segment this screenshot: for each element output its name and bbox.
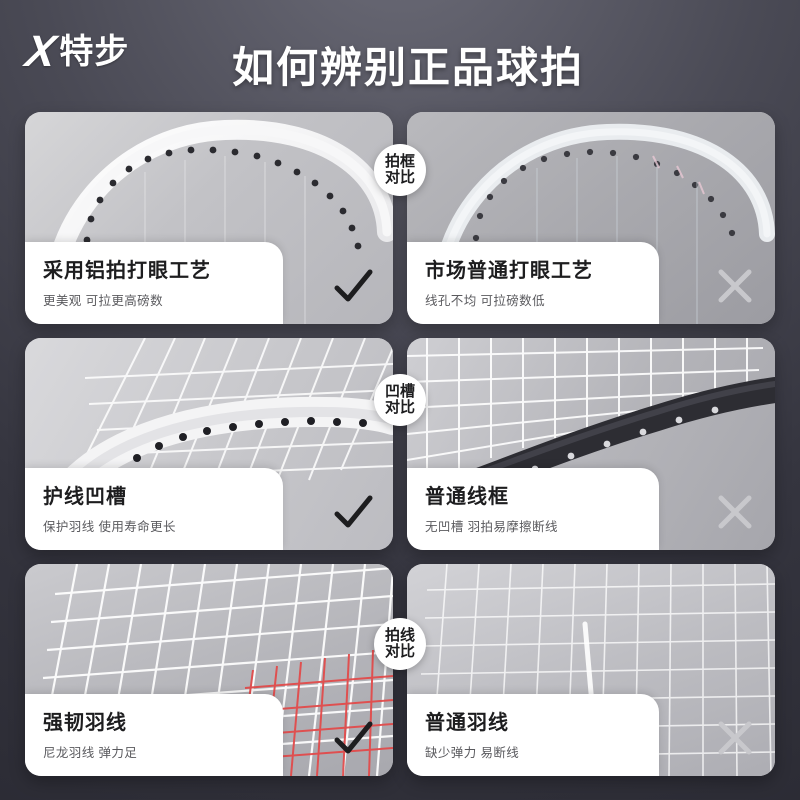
card-title: 强韧羽线 [43, 712, 127, 734]
card-groove-ordinary[interactable]: 普通线框 无凹槽 羽拍易摩擦断线 [407, 338, 775, 550]
caption-groove-genuine: 护线凹槽 保护羽线 使用寿命更长 [25, 468, 283, 550]
tag-line-2: 对比 [384, 169, 415, 186]
card-subtitle: 线孔不均 可拉磅数低 [425, 294, 545, 308]
verdict-check-icon [331, 716, 375, 760]
card-subtitle: 尼龙羽线 弹力足 [43, 746, 138, 760]
tag-string-compare: 拍线 对比 [374, 618, 426, 670]
card-string-ordinary[interactable]: 普通羽线 缺少弹力 易断线 [407, 564, 775, 776]
caption-frame-ordinary: 市场普通打眼工艺 线孔不均 可拉磅数低 [407, 242, 659, 324]
verdict-cross-icon [713, 264, 757, 308]
tag-line-1: 拍线 [384, 627, 415, 645]
comparison-row-frame: 采用铝拍打眼工艺 更美观 可拉更高磅数 [18, 112, 782, 324]
racket-frame-ordinary-illustration [431, 123, 775, 324]
comparison-grid: 采用铝拍打眼工艺 更美观 可拉更高磅数 [0, 112, 800, 776]
tag-groove-compare: 凹槽 对比 [374, 374, 426, 426]
verdict-check-icon [331, 264, 375, 308]
verdict-cross-icon [713, 716, 757, 760]
card-title: 采用铝拍打眼工艺 [43, 260, 211, 282]
caption-string-genuine: 强韧羽线 尼龙羽线 弹力足 [25, 694, 283, 776]
brand-logo: X 特步 [22, 27, 130, 76]
verdict-check-icon [331, 490, 375, 534]
card-subtitle: 缺少弹力 易断线 [425, 746, 520, 760]
tag-line-1: 凹槽 [384, 383, 415, 401]
tag-frame-compare: 拍框 对比 [374, 144, 426, 196]
card-title: 市场普通打眼工艺 [425, 260, 593, 282]
card-subtitle: 保护羽线 使用寿命更长 [43, 520, 176, 534]
tag-line-2: 对比 [384, 399, 415, 416]
verdict-cross-icon [713, 490, 757, 534]
card-subtitle: 更美观 可拉更高磅数 [43, 294, 163, 308]
card-groove-genuine[interactable]: 护线凹槽 保护羽线 使用寿命更长 [25, 338, 393, 550]
card-title: 普通线框 [425, 486, 509, 508]
caption-string-ordinary: 普通羽线 缺少弹力 易断线 [407, 694, 659, 776]
brand-name-label: 特步 [59, 33, 130, 71]
card-string-genuine[interactable]: 强韧羽线 尼龙羽线 弹力足 [25, 564, 393, 776]
card-title: 护线凹槽 [43, 486, 127, 508]
caption-frame-genuine: 采用铝拍打眼工艺 更美观 可拉更高磅数 [25, 242, 283, 324]
card-frame-ordinary[interactable]: 市场普通打眼工艺 线孔不均 可拉磅数低 [407, 112, 775, 324]
page-title: 如何辨别正品球拍 [232, 44, 585, 91]
caption-groove-ordinary: 普通线框 无凹槽 羽拍易摩擦断线 [407, 468, 659, 550]
card-title: 普通羽线 [425, 712, 509, 734]
comparison-row-groove: 护线凹槽 保护羽线 使用寿命更长 [18, 338, 782, 550]
racket-frame-illustration [43, 119, 393, 324]
poster-header: X 特步 如何辨别正品球拍 [0, 0, 800, 112]
tag-line-2: 对比 [384, 643, 415, 660]
tag-line-1: 拍框 [384, 153, 415, 171]
card-frame-genuine[interactable]: 采用铝拍打眼工艺 更美观 可拉更高磅数 [25, 112, 393, 324]
brand-mark-icon: X [22, 27, 57, 76]
comparison-row-string: 强韧羽线 尼龙羽线 弹力足 [18, 564, 782, 776]
card-subtitle: 无凹槽 羽拍易摩擦断线 [425, 520, 558, 534]
